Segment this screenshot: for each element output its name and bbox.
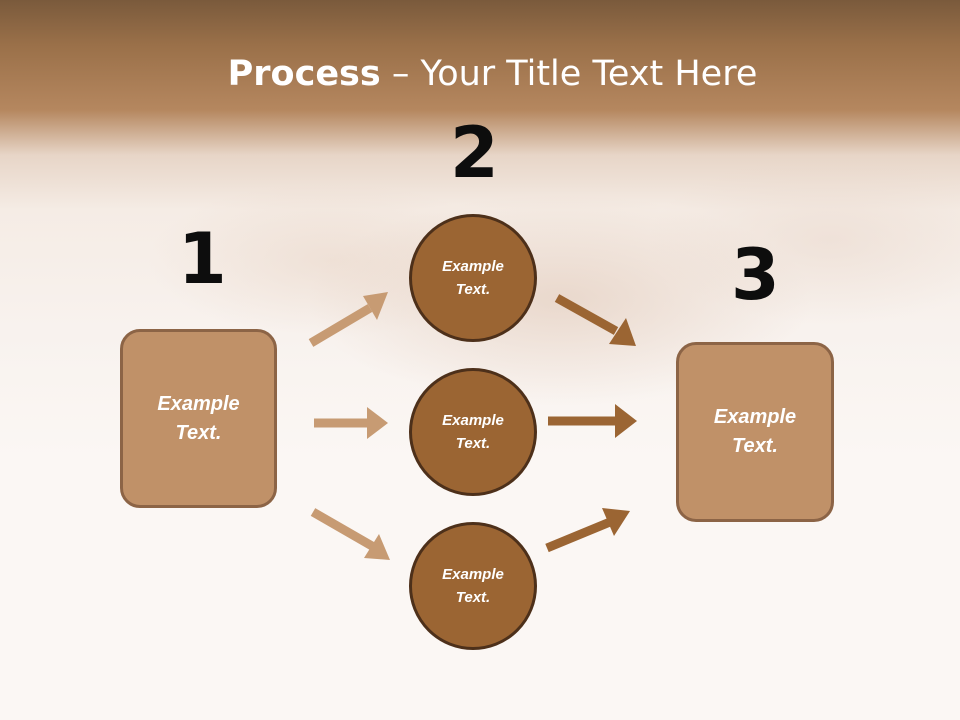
arrow-2-middle-to-3-head	[615, 404, 637, 438]
arrow-1-to-2-middle-head	[367, 407, 388, 439]
arrow-1-to-2-bottom	[310, 508, 375, 550]
step-2-circle-middle: Example Text.	[409, 368, 537, 496]
arrow-1-to-2-bottom-head	[364, 534, 390, 560]
arrow-1-to-2-top	[308, 304, 373, 347]
arrow-2-top-to-3	[554, 294, 619, 335]
step-2-circle-middle-text: Example Text.	[442, 412, 504, 452]
step-3-box: Example Text.	[676, 342, 834, 522]
title-rest: – Your Title Text Here	[380, 54, 758, 94]
step-1-text: Example Text.	[157, 392, 240, 444]
step-number-1: 1	[178, 218, 227, 300]
step-2-circle-bottom: Example Text.	[409, 522, 537, 650]
arrow-2-bottom-to-3	[545, 517, 612, 553]
arrow-1-to-2-top-head	[363, 292, 388, 320]
step-2-circle-bottom-text: Example Text.	[442, 566, 504, 606]
slide-title: Process – Your Title Text Here	[0, 54, 960, 94]
arrow-2-top-to-3-head	[609, 318, 636, 346]
step-number-3: 3	[731, 234, 780, 316]
step-2-circle-top-text: Example Text.	[442, 258, 504, 298]
arrow-2-bottom-to-3-head	[602, 508, 630, 536]
step-2-circle-top: Example Text.	[409, 214, 537, 342]
step-3-text: Example Text.	[713, 406, 797, 457]
step-number-2: 2	[450, 112, 499, 194]
step-1-box: Example Text.	[120, 329, 277, 508]
title-bold: Process	[227, 54, 381, 94]
